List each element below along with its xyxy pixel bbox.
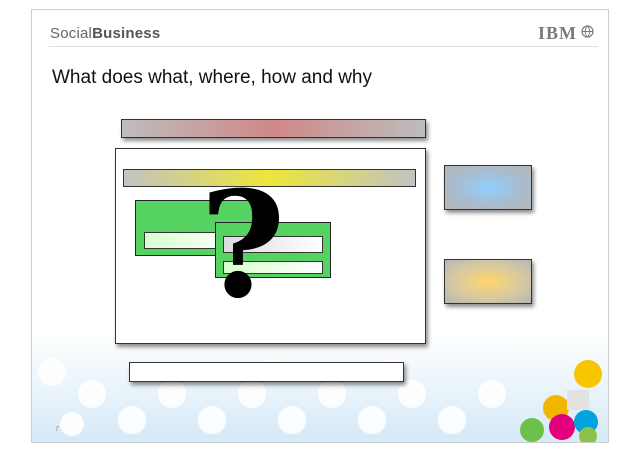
- slide: SocialBusiness IBM What does what, where…: [31, 9, 609, 443]
- page-title: What does what, where, how and why: [52, 67, 373, 88]
- content-bar-placeholder: [123, 169, 416, 187]
- globe-icon: [581, 24, 594, 43]
- social-business-logo: SocialBusiness: [50, 25, 160, 42]
- ibm-logo: IBM: [538, 23, 594, 44]
- blue-side-box: [444, 165, 532, 210]
- light-field-right-bottom: [223, 261, 323, 274]
- brand-light-text: Social: [50, 25, 93, 42]
- decorative-pattern: [32, 332, 608, 442]
- footer-bar-placeholder: [129, 362, 404, 382]
- header-divider: [49, 46, 598, 47]
- orange-side-box: [444, 259, 532, 304]
- light-field-right-top: [223, 236, 323, 253]
- question-mark: ?: [200, 160, 286, 331]
- header-bar-placeholder: [121, 119, 426, 138]
- ibm-logo-text: IBM: [538, 23, 577, 43]
- brand-bold-text: Business: [92, 25, 161, 42]
- page-number: 7: [55, 426, 59, 433]
